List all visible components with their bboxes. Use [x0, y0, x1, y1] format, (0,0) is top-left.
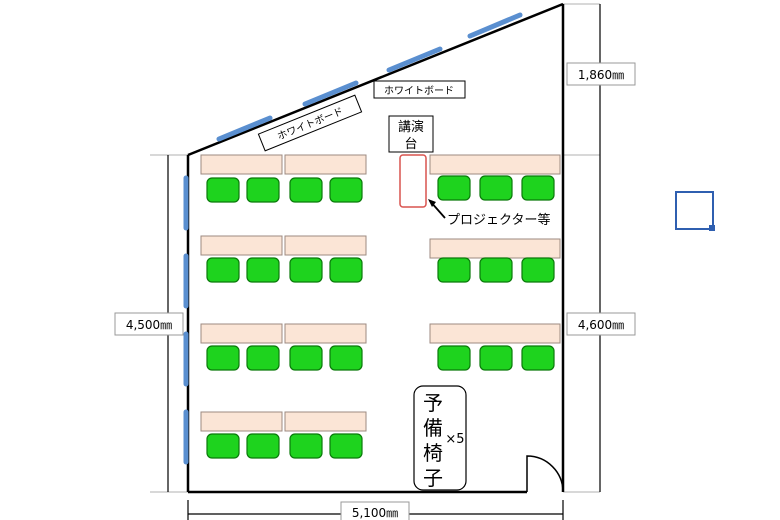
dim-label-left: 4,500㎜: [114, 312, 184, 336]
desk: [200, 154, 283, 175]
window: [386, 46, 443, 73]
chair: [437, 345, 471, 371]
chair: [289, 177, 323, 203]
desk: [284, 235, 367, 256]
chair: [246, 257, 280, 283]
door: [526, 455, 564, 493]
chair: [521, 175, 555, 201]
chair: [329, 257, 363, 283]
chair: [206, 257, 240, 283]
chair: [246, 177, 280, 203]
dim-label-right: 4,600㎜: [566, 312, 636, 336]
desk: [284, 154, 367, 175]
dim-label-top-right: 1,860㎜: [566, 62, 636, 86]
spare-count: ×5: [445, 432, 464, 447]
spare-chairs-box: 予 備 椅 子 ×5: [413, 385, 467, 491]
dim-top-right-text: 1,860㎜: [578, 68, 624, 82]
dimension-guides: [150, 3, 600, 493]
podium: [399, 154, 427, 208]
dim-label-bottom: 5,100㎜: [340, 501, 410, 520]
spare-char-2: 備: [423, 416, 443, 440]
desk: [429, 323, 561, 344]
podium-label-line2: 台: [404, 137, 417, 152]
selected-shape[interactable]: [675, 191, 715, 231]
dim-right-text: 4,600㎜: [578, 318, 624, 332]
spare-char-1: 予: [423, 391, 443, 415]
chair: [479, 175, 513, 201]
whiteboard-label-2: ホワイトボード: [373, 80, 466, 99]
chair: [437, 175, 471, 201]
chair: [437, 257, 471, 283]
windows: [183, 12, 523, 465]
chair: [329, 345, 363, 371]
chair: [289, 433, 323, 459]
desk: [429, 154, 561, 175]
window: [216, 115, 273, 142]
podium-label-box: 講演 台: [388, 115, 434, 153]
chairs: [206, 175, 555, 459]
desk: [200, 235, 283, 256]
chair: [521, 345, 555, 371]
chair: [329, 177, 363, 203]
chair: [329, 433, 363, 459]
whiteboard-label-2-text: ホワイトボード: [384, 85, 454, 97]
chair: [479, 345, 513, 371]
desk: [200, 323, 283, 344]
chair: [246, 433, 280, 459]
spare-char-3: 椅: [423, 441, 443, 465]
dim-bottom-text: 5,100㎜: [352, 506, 398, 520]
desk: [429, 238, 561, 259]
chair: [521, 257, 555, 283]
spare-char-4: 子: [423, 466, 443, 490]
window: [302, 80, 359, 107]
podium-label-line1: 講演: [398, 119, 424, 135]
projector-label: プロジェクター等: [447, 212, 550, 228]
projector-callout: プロジェクター等: [428, 199, 550, 228]
chair: [479, 257, 513, 283]
chair: [289, 257, 323, 283]
chair: [206, 345, 240, 371]
window: [467, 12, 523, 39]
dim-left-text: 4,500㎜: [126, 318, 172, 332]
chair: [289, 345, 323, 371]
chair: [206, 433, 240, 459]
desk: [200, 411, 283, 432]
desk: [284, 411, 367, 432]
chair: [206, 177, 240, 203]
desks: [200, 154, 561, 432]
resize-handle[interactable]: [709, 225, 715, 231]
chair: [246, 345, 280, 371]
desk: [284, 323, 367, 344]
